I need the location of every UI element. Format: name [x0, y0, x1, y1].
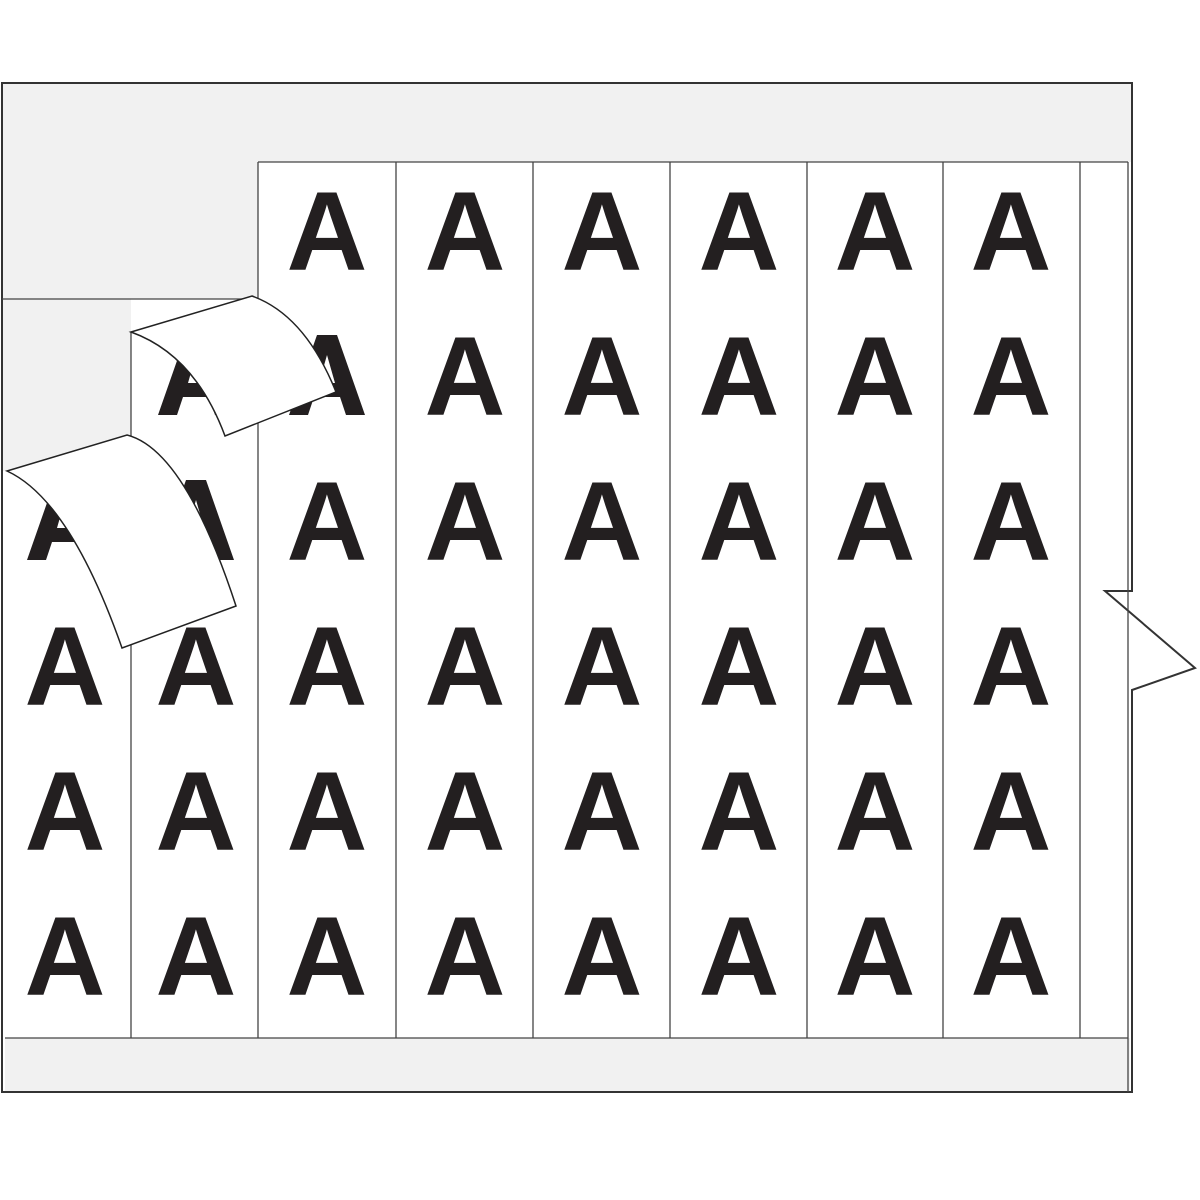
- label-letter: A: [835, 169, 916, 294]
- label-letter: A: [971, 749, 1052, 874]
- label-letter: A: [425, 894, 506, 1019]
- label-letter: A: [835, 749, 916, 874]
- label-letter: A: [562, 459, 643, 584]
- label-letter: A: [562, 314, 643, 439]
- bottom-liner-strip: [5, 1038, 1130, 1091]
- label-letter: A: [25, 604, 106, 729]
- label-letter: A: [425, 459, 506, 584]
- label-letter: A: [287, 894, 368, 1019]
- label-letter: A: [835, 314, 916, 439]
- label-letter: A: [287, 169, 368, 294]
- label-letter: A: [971, 459, 1052, 584]
- label-letter: A: [287, 749, 368, 874]
- top-liner-strip: [3, 84, 1131, 162]
- label-letter: A: [156, 749, 237, 874]
- label-letter: A: [562, 169, 643, 294]
- label-letter: A: [971, 169, 1052, 294]
- label-letter: A: [425, 169, 506, 294]
- label-letter: A: [562, 894, 643, 1019]
- peeled-label-1: [128, 295, 337, 437]
- label-letter: A: [971, 894, 1052, 1019]
- label-letter: A: [287, 459, 368, 584]
- label-letter: A: [971, 604, 1052, 729]
- label-letter: A: [699, 894, 780, 1019]
- label-letter: A: [971, 314, 1052, 439]
- label-letter: A: [562, 749, 643, 874]
- label-letter: A: [699, 459, 780, 584]
- label-letter: A: [25, 894, 106, 1019]
- label-grid: [2, 161, 1129, 1092]
- label-letter: A: [699, 314, 780, 439]
- label-letter: A: [425, 314, 506, 439]
- label-letter: A: [835, 894, 916, 1019]
- label-letter: A: [835, 459, 916, 584]
- label-letter: A: [562, 604, 643, 729]
- peeled-label-2: [4, 434, 237, 649]
- label-letter: A: [699, 604, 780, 729]
- left-liner-exposed: [3, 162, 258, 299]
- label-letter: A: [425, 604, 506, 729]
- label-letter: A: [156, 894, 237, 1019]
- label-letter: A: [25, 749, 106, 874]
- label-letter: A: [699, 749, 780, 874]
- label-letter: A: [699, 169, 780, 294]
- label-letter: A: [835, 604, 916, 729]
- label-letter: A: [425, 749, 506, 874]
- label-letter: A: [287, 604, 368, 729]
